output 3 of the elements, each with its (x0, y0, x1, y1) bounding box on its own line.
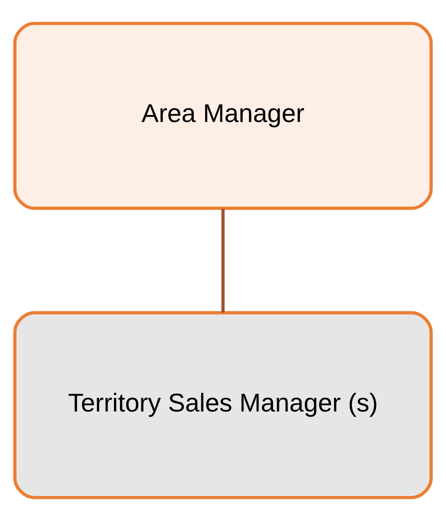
connector (221, 208, 225, 313)
node-box: Area Manager (13, 22, 433, 210)
node-box: Territory Sales Manager (s) (13, 311, 433, 500)
